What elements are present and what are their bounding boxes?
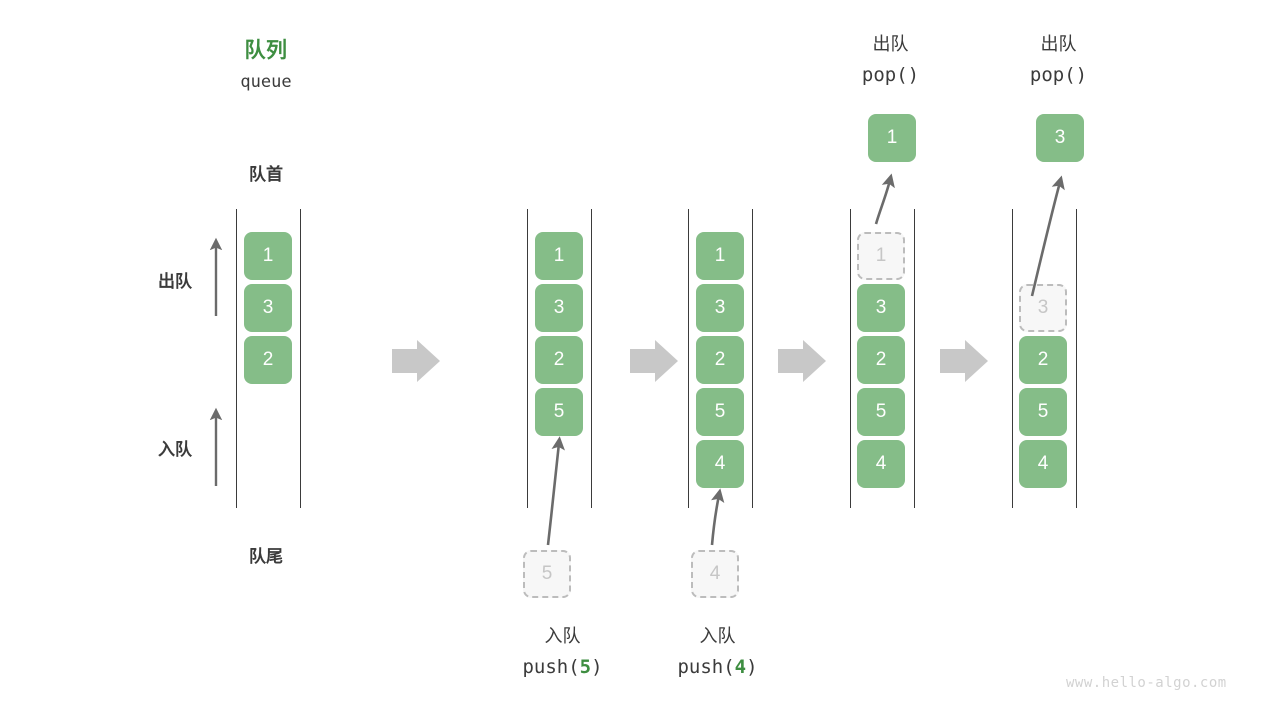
queue-cell: 4 xyxy=(696,440,744,488)
queue-cell: 2 xyxy=(535,336,583,384)
op-label-push5-code: push(5) xyxy=(495,656,630,678)
incoming-cell-push5: 5 xyxy=(523,550,571,598)
queue-cell: 3 xyxy=(857,284,905,332)
popped-cell-1: 1 xyxy=(868,114,916,162)
queue-rail-right-push4 xyxy=(752,209,753,508)
op-code-prefix: push( xyxy=(522,656,580,678)
queue-cell: 2 xyxy=(696,336,744,384)
op-code-prefix: pop( xyxy=(861,64,908,86)
op-code-prefix: pop( xyxy=(1029,64,1076,86)
queue-cell: 1 xyxy=(244,232,292,280)
op-label-pop1-cn: 出队 xyxy=(872,34,909,54)
queue-rail-left-pop1 xyxy=(850,209,851,508)
queue-title-en: queue xyxy=(240,72,292,92)
queue-title-cn: 队列 xyxy=(244,39,288,62)
flow-arrow-4 xyxy=(940,340,988,382)
pop3-arrow xyxy=(1030,175,1065,297)
queue-cell: 3 xyxy=(696,284,744,332)
op-code-arg: 4 xyxy=(734,656,747,678)
queue-cell: 4 xyxy=(857,440,905,488)
op-code-suffix: ) xyxy=(907,64,920,86)
op-label-pop3-code: pop() xyxy=(991,64,1126,86)
queue-cell: 5 xyxy=(1019,388,1067,436)
incoming-cell-push4: 4 xyxy=(691,550,739,598)
op-code-suffix: ) xyxy=(591,656,603,678)
op-label-push4-code: push(4) xyxy=(650,656,785,678)
queue-cell-ghost: 1 xyxy=(857,232,905,280)
op-label-pop1-code: pop() xyxy=(823,64,958,86)
op-code-suffix: ) xyxy=(1075,64,1088,86)
queue-cell: 5 xyxy=(857,388,905,436)
queue-rail-right-push5 xyxy=(591,209,592,508)
dequeue-direction-label: 出队 xyxy=(158,272,192,291)
front-label: 队首 xyxy=(249,165,283,184)
queue-cell: 2 xyxy=(1019,336,1067,384)
queue-rail-right-pop3 xyxy=(1076,209,1077,508)
popped-cell-3: 3 xyxy=(1036,114,1084,162)
queue-rail-left-pop3 xyxy=(1012,209,1013,508)
queue-cell: 5 xyxy=(696,388,744,436)
rear-label: 队尾 xyxy=(249,547,283,566)
op-label-push5-cn: 入队 xyxy=(544,626,581,646)
push5-arrow xyxy=(546,436,565,546)
queue-cell: 4 xyxy=(1019,440,1067,488)
op-label-push4-cn: 入队 xyxy=(699,626,736,646)
queue-rail-right-pop1 xyxy=(914,209,915,508)
queue-cell-ghost: 3 xyxy=(1019,284,1067,332)
queue-cell: 5 xyxy=(535,388,583,436)
queue-rail-left-push5 xyxy=(527,209,528,508)
push4-arrow xyxy=(710,488,725,546)
queue-cell: 3 xyxy=(244,284,292,332)
queue-cell: 2 xyxy=(244,336,292,384)
op-code-suffix: ) xyxy=(746,656,758,678)
pop1-arrow xyxy=(874,173,895,225)
queue-rail-left-initial xyxy=(236,209,237,508)
op-label-pop3-cn: 出队 xyxy=(1040,34,1077,54)
queue-rail-right-initial xyxy=(300,209,301,508)
op-code-prefix: push( xyxy=(677,656,735,678)
flow-arrow-3 xyxy=(778,340,826,382)
queue-cell: 1 xyxy=(535,232,583,280)
flow-arrow-1 xyxy=(392,340,440,382)
flow-arrow-2 xyxy=(630,340,678,382)
queue-rail-left-push4 xyxy=(688,209,689,508)
watermark: www.hello-algo.com xyxy=(1066,675,1227,691)
enqueue-direction-label: 入队 xyxy=(158,440,192,459)
queue-cell: 2 xyxy=(857,336,905,384)
op-code-arg: 5 xyxy=(579,656,592,678)
queue-cell: 1 xyxy=(696,232,744,280)
queue-cell: 3 xyxy=(535,284,583,332)
